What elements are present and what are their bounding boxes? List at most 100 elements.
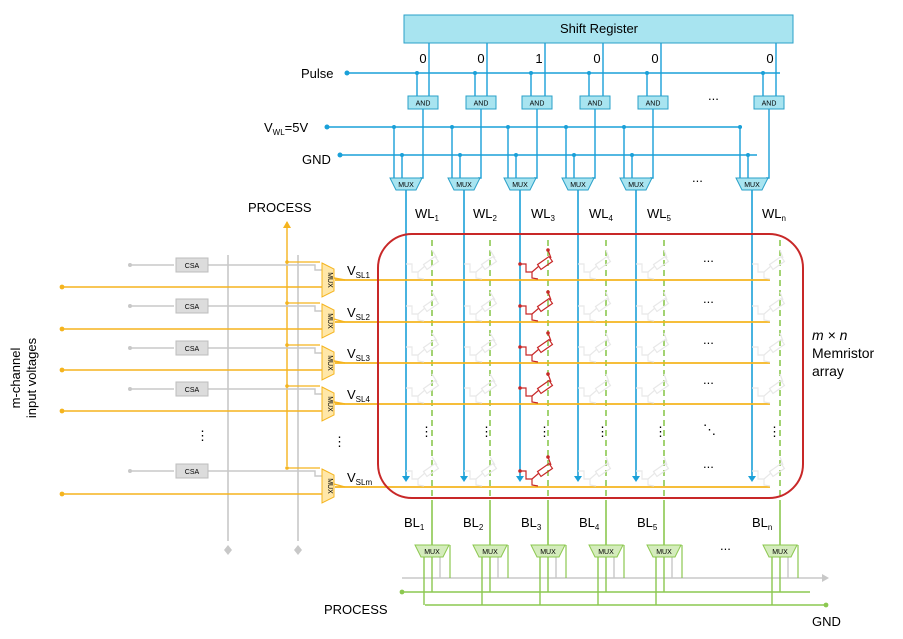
csa-terminal	[128, 346, 132, 350]
memristor-cell-to-bitline	[779, 249, 784, 259]
memristor-cell-transistor	[406, 346, 425, 363]
memristor-cell-to-bitline	[605, 249, 610, 259]
memristor-cell-transistor	[406, 263, 425, 280]
memristor-cell-to-bitline	[431, 456, 438, 466]
bitline-mux-label: MUX	[482, 549, 498, 556]
wordline-label-4: WL4	[589, 206, 614, 223]
csa-box	[175, 257, 209, 273]
memristor-cell-resistor	[536, 255, 554, 271]
gnd-junction	[400, 153, 404, 157]
bitline-label-3: BL3	[521, 515, 542, 532]
memristor-cell-resistor	[480, 379, 498, 395]
memristor-array-border	[377, 233, 804, 499]
sourceline-mux-label: MUX	[326, 313, 333, 329]
ellipsis-mux-row: ...	[692, 170, 703, 185]
memristor-cell-link	[475, 389, 484, 397]
memristor-cell-node	[546, 372, 550, 376]
memristor-cell-to-bitline	[779, 373, 784, 383]
csa-terminal	[128, 304, 132, 308]
vwl-terminal	[324, 124, 330, 130]
memristor-cell-link	[531, 389, 540, 397]
bitline-mux	[414, 544, 450, 558]
and-to-mux-wire	[650, 109, 654, 179]
sourceline-label-m: VSLm	[347, 470, 372, 487]
memristor-cell-transistor	[578, 470, 597, 487]
memristor-cell-resistor	[594, 255, 612, 271]
memristor-cell-to-bitline	[431, 332, 438, 342]
csa-to-mux-wire	[208, 347, 325, 354]
memristor-cell-link	[589, 472, 598, 480]
sourceline-mux-label: MUX	[326, 355, 333, 371]
array-vdots: ⋮	[420, 424, 433, 439]
vwl-junction	[450, 125, 454, 129]
wordline-label-5: WL5	[647, 206, 672, 223]
csa-to-mux-wire	[208, 305, 325, 312]
ddots-array: ⋱	[703, 422, 716, 437]
ellipsis-and-row: ...	[708, 88, 719, 103]
bitline-mux	[472, 544, 508, 558]
wordline-mux-label: MUX	[744, 182, 760, 189]
bitline-mux-label: MUX	[424, 549, 440, 556]
memristor-cell-to-bitline	[605, 291, 610, 301]
bitline-mux	[646, 544, 682, 558]
memristor-cell-transistor	[464, 305, 483, 322]
memristor-cell-to-bitline	[431, 249, 438, 259]
bitline-mux-label: MUX	[540, 549, 556, 556]
memristor-cell-transistor	[578, 346, 597, 363]
pulse-terminal	[344, 70, 350, 76]
csa-label: CSA	[185, 304, 200, 311]
vwl-junction	[392, 125, 396, 129]
wordline-mux-label: MUX	[398, 182, 414, 189]
memristor-cell-node	[518, 469, 522, 473]
memristor-cell-transistor	[520, 346, 539, 363]
mux-to-sourceline-wire	[333, 318, 346, 323]
gnd-junction	[630, 153, 634, 157]
memristor-cell-resistor	[768, 379, 786, 395]
input-voltage-terminal	[59, 367, 65, 373]
csa-box	[175, 381, 209, 397]
array-vdots: ⋮	[654, 424, 667, 439]
memristor-cell-transistor	[636, 263, 655, 280]
sourceline-mux	[321, 262, 335, 298]
sourceline-label-3: VSL3	[347, 346, 370, 363]
memristor-cell-resistor	[768, 462, 786, 478]
bitline-mux	[588, 544, 624, 558]
wordline-label-1: WL1	[415, 206, 440, 223]
memristor-cell-link	[417, 307, 426, 315]
register-bit-3: 1	[535, 51, 542, 66]
gnd-junction	[514, 153, 518, 157]
sourceline-mux	[321, 386, 335, 422]
bitline-label-n: BLn	[752, 515, 772, 532]
csa-box	[175, 340, 209, 356]
memristor-cell-transistor	[752, 470, 771, 487]
memristor-cell-node	[546, 248, 550, 252]
sourceline-mux-label: MUX	[326, 396, 333, 412]
wordline-label-2: WL2	[473, 206, 498, 223]
memristor-cell-link	[589, 265, 598, 273]
sourceline-label-4: VSL4	[347, 387, 370, 404]
bitline-mux	[762, 544, 798, 558]
memristor-cell-link	[763, 307, 772, 315]
pulse-junction	[473, 71, 477, 75]
memristor-cell-resistor	[480, 462, 498, 478]
memristor-cell-link	[475, 348, 484, 356]
ellipsis-array-row-m: ...	[703, 456, 714, 471]
array-vdots: ⋮	[768, 424, 781, 439]
gray-bus-terminal-1	[224, 545, 232, 555]
and-gate-label: AND	[646, 101, 661, 108]
memristor-cell-resistor	[768, 297, 786, 313]
input-voltage-terminal	[59, 491, 65, 497]
memristor-cell-transistor	[464, 470, 483, 487]
gnd-bottom-label: GND	[812, 614, 841, 629]
wordline-mux-label: MUX	[628, 182, 644, 189]
sourceline-mux	[321, 468, 335, 504]
register-bit-2: 0	[477, 51, 484, 66]
memristor-cell-transistor	[406, 470, 425, 487]
memristor-cell-resistor	[480, 297, 498, 313]
pulse-junction	[645, 71, 649, 75]
memristor-cell-transistor	[464, 263, 483, 280]
mux-to-sourceline-wire	[333, 401, 346, 405]
register-bit-5: 0	[651, 51, 658, 66]
memristor-cell-resistor	[536, 379, 554, 395]
memristor-cell-link	[763, 472, 772, 480]
